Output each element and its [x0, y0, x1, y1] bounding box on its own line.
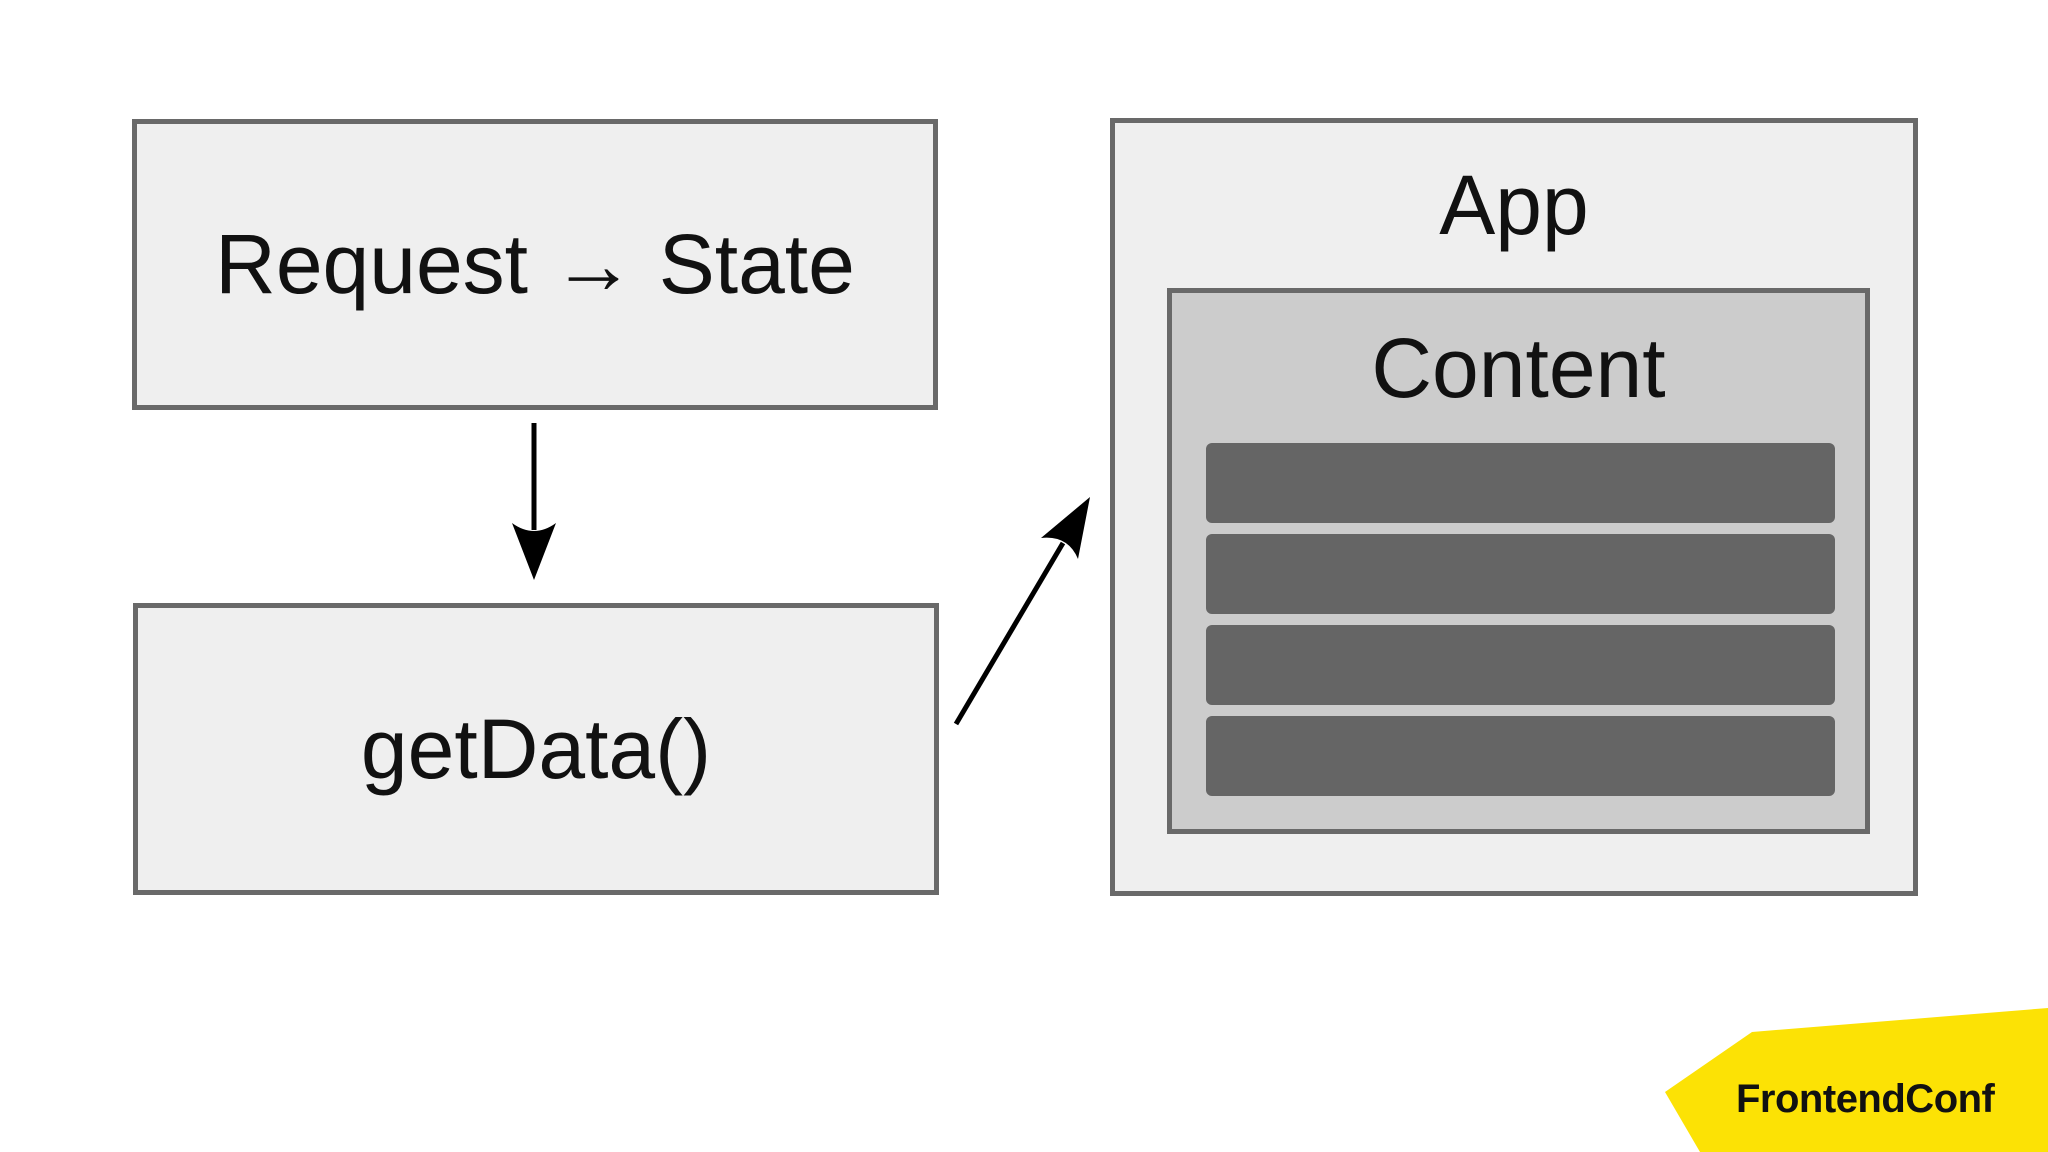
content-row — [1206, 534, 1835, 614]
app-box: App Content — [1110, 118, 1918, 896]
request-state-box: Request → State — [132, 119, 938, 410]
content-rows — [1206, 443, 1835, 807]
app-label: App — [1439, 158, 1589, 253]
app-label-row: App — [1115, 123, 1913, 288]
frontendconf-logo: FrontendConf — [1660, 1000, 2048, 1152]
logo-text: FrontendConf — [1736, 1077, 1995, 1121]
content-row — [1206, 716, 1835, 796]
arrow-getdata-to-app-icon — [953, 497, 1090, 726]
getdata-label: getData() — [360, 701, 712, 796]
content-box: Content — [1167, 288, 1870, 834]
content-label-row: Content — [1172, 293, 1865, 443]
content-label: Content — [1371, 320, 1666, 415]
request-state-label: Request → State — [215, 217, 855, 312]
getdata-box: getData() — [133, 603, 939, 895]
arrow-request-to-getdata-icon — [512, 423, 556, 580]
content-row — [1206, 443, 1835, 523]
logo-shape-icon — [1665, 1008, 2048, 1152]
content-row — [1206, 625, 1835, 705]
